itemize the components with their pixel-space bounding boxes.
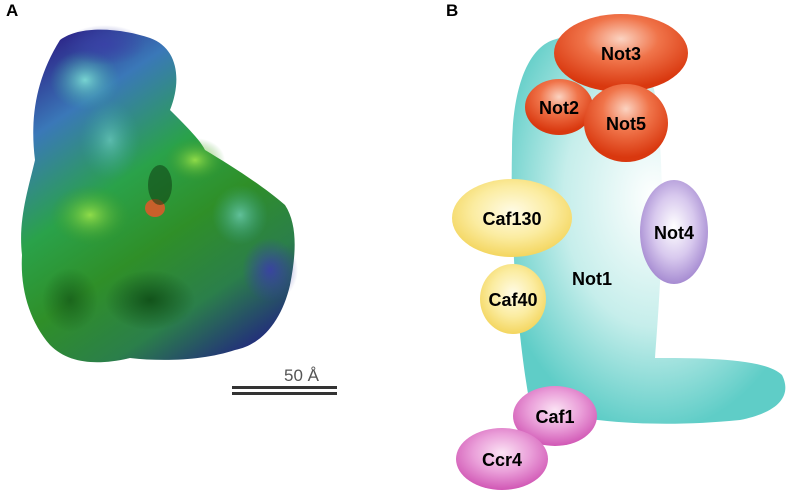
panel-a-label: A xyxy=(6,1,19,20)
subunit-not4: Not4 xyxy=(640,180,708,284)
subunit-label-not3: Not3 xyxy=(601,44,641,64)
scale-bar-label: 50 Å xyxy=(284,366,319,385)
subunit-label-caf130: Caf130 xyxy=(482,209,541,229)
subunit-caf40: Caf40 xyxy=(480,264,546,334)
subunit-not5: Not5 xyxy=(584,84,668,162)
subunit-label-not5: Not5 xyxy=(606,114,646,134)
subunit-label-caf40: Caf40 xyxy=(488,290,537,310)
subunit-label-caf1: Caf1 xyxy=(535,407,574,427)
scale-bar xyxy=(232,386,337,395)
subunit-ccr4: Ccr4 xyxy=(456,428,548,490)
subunit-label-not2: Not2 xyxy=(539,98,579,118)
panel-b-label: B xyxy=(446,1,459,20)
subunit-label-not1: Not1 xyxy=(572,269,612,289)
subunit-not3: Not3 xyxy=(554,14,688,92)
subunit-caf130: Caf130 xyxy=(452,179,572,257)
em-density-map xyxy=(21,25,298,363)
subunit-label-not4: Not4 xyxy=(654,223,694,243)
subunit-caf1: Caf1 xyxy=(513,386,597,446)
subunit-label-ccr4: Ccr4 xyxy=(482,450,522,470)
subunit-not2: Not2 xyxy=(525,79,593,135)
